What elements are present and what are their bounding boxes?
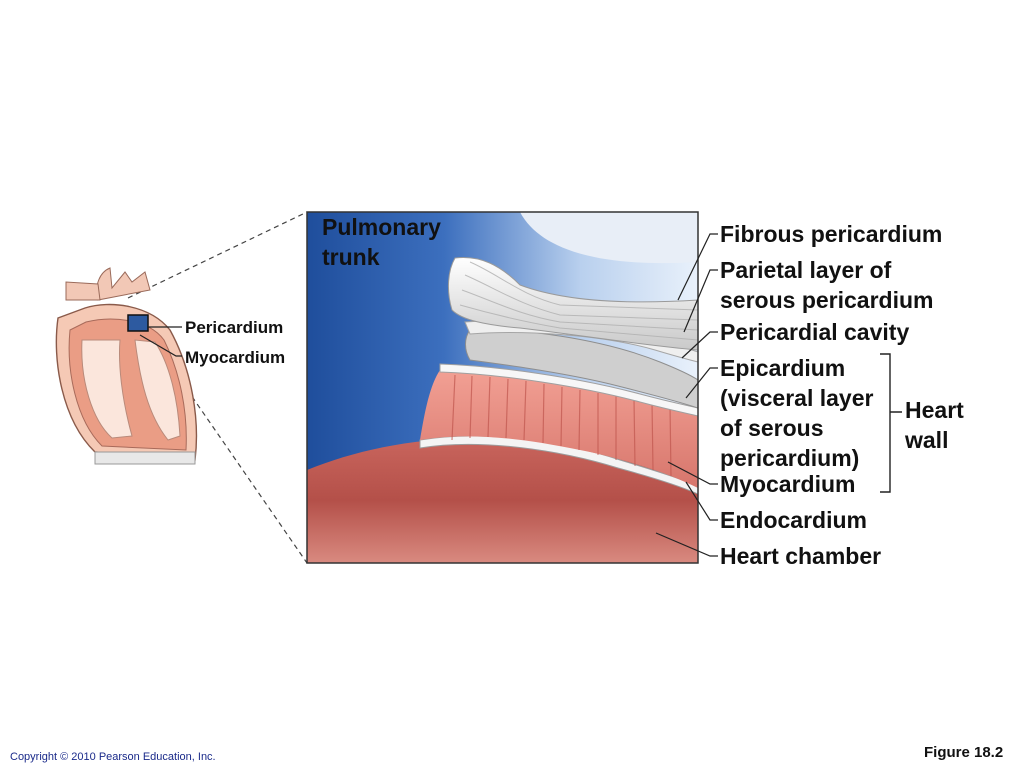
pulmonary-vessel — [65, 281, 101, 301]
heart-chamber-left — [81, 339, 133, 439]
heart-wall-label: Heart wall — [905, 397, 964, 453]
fibrous-strands — [459, 261, 698, 341]
pericardial-cavity-label: Pericardial cavity — [720, 319, 910, 345]
epicardium-label: Epicardium (visceral layer of serous per… — [720, 355, 874, 471]
endocardium-label: Endocardium — [720, 507, 867, 533]
blue-vessel-top — [520, 212, 698, 264]
zoom-box-marker — [127, 314, 149, 332]
figure-number: Figure 18.2 — [924, 744, 1004, 761]
heart-base — [94, 451, 196, 465]
pericardial-cavity — [465, 329, 698, 409]
heart-thumbnail — [55, 267, 198, 465]
muscle-striations — [451, 374, 672, 477]
myocardium-label: Myocardium — [720, 471, 856, 497]
zoom-panel — [307, 212, 698, 563]
aorta-arch — [96, 267, 151, 301]
pericardium-label: Pericardium — [185, 318, 284, 337]
epicardium-layer — [439, 363, 698, 417]
myocardium-small-label: Myocardium — [185, 348, 286, 367]
fibrous-pericardium-label: Fibrous pericardium — [720, 221, 943, 247]
copyright-text: Copyright © 2010 Pearson Education, Inc. — [10, 751, 216, 763]
pulmonary-trunk-label: Pulmonary trunk — [322, 214, 441, 270]
right-leaders — [655, 233, 718, 557]
heart-wall-bracket — [880, 353, 902, 493]
heart-chamber-region — [307, 438, 698, 563]
parietal-layer-label: Parietal layer of serous pericardium — [720, 257, 934, 313]
heart-chamber-right — [134, 339, 181, 441]
zoom-panel-border — [306, 211, 699, 564]
heart-chamber-label: Heart chamber — [720, 543, 882, 569]
small-leaders — [139, 326, 182, 357]
